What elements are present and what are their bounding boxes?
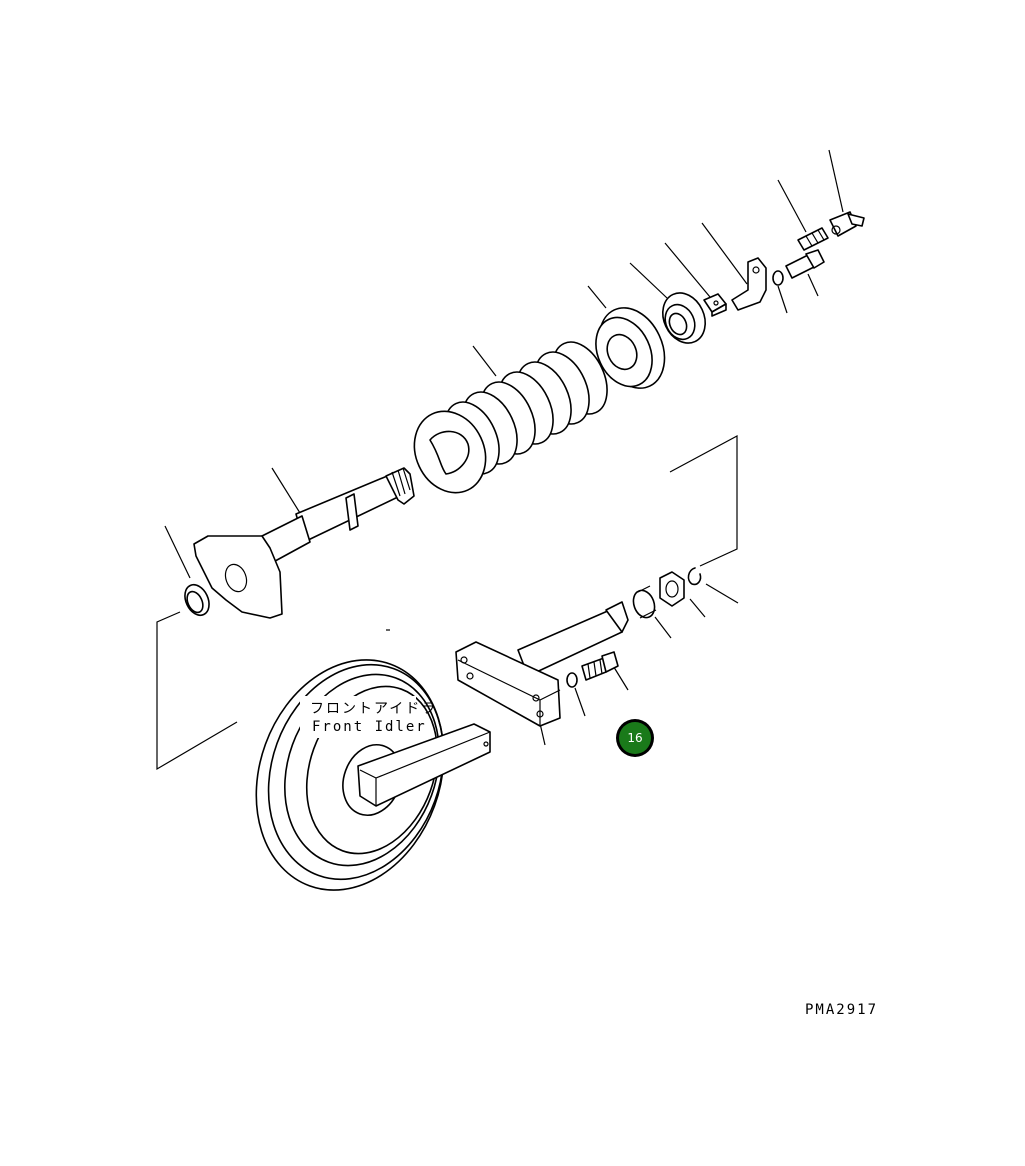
tension-rod	[193, 467, 415, 619]
idler-label-japanese: フロントアイドラ	[310, 701, 437, 717]
bolt	[581, 651, 619, 681]
idler-label-english: Front Idler	[312, 719, 427, 735]
callout-badge[interactable]: 16	[616, 719, 654, 757]
leader-lines	[164, 149, 844, 746]
valve-bolt	[785, 249, 825, 279]
hex-nut	[659, 571, 685, 607]
washer	[566, 672, 578, 688]
front-idler	[255, 659, 491, 891]
guide-shaft	[455, 601, 629, 727]
small-block	[703, 293, 727, 317]
snap-ring	[687, 567, 702, 586]
small-washer-top	[772, 270, 784, 286]
bushing	[662, 292, 706, 344]
grease-nipple	[797, 227, 829, 251]
seal-ring	[184, 583, 210, 617]
group-bracket-lines	[156, 434, 738, 771]
callout-number: 16	[627, 731, 642, 745]
l-bracket	[731, 257, 767, 311]
drawing-code: PMA2917	[805, 1002, 878, 1018]
collar	[632, 585, 657, 619]
elbow-fitting	[829, 211, 865, 237]
recoil-spring	[413, 341, 608, 494]
spring-seat	[595, 307, 666, 389]
